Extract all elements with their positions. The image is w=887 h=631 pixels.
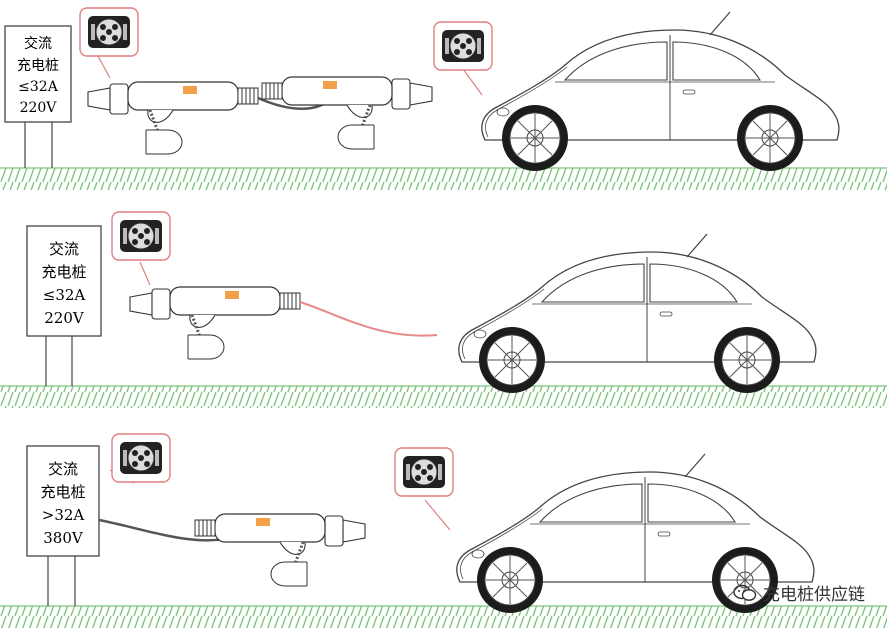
watermark-text: 充电桩供应链 [763, 585, 865, 605]
station-line-4: 220V [44, 309, 85, 327]
socket-callout [111, 433, 171, 483]
ground-grass [0, 386, 887, 408]
scene-2: 交流 充电桩 ≤32A 220V [0, 211, 887, 408]
station-line-2: 充电桩 [40, 483, 85, 501]
electric-car [481, 11, 840, 172]
station-line-1: 交流 [48, 460, 78, 478]
ground-grass [0, 606, 887, 628]
socket-callout [433, 21, 493, 71]
scene-3: 交流 充电桩 >32A 380V [0, 433, 887, 628]
charging-gun [193, 512, 367, 588]
watermark: 充电桩供应链 [733, 580, 865, 605]
station-line-2: 充电桩 [17, 57, 59, 74]
station-line-1: 交流 [24, 35, 52, 52]
scene-1: 交流 充电桩 ≤32A 220V [0, 7, 887, 190]
wechat-icon [733, 584, 757, 601]
charging-gun [86, 80, 260, 156]
station-line-4: 220V [20, 100, 58, 116]
station-line-4: 380V [43, 529, 84, 547]
station-line-3: >32A [42, 506, 85, 524]
station-line-2: 充电桩 [41, 263, 86, 281]
charging-cable [299, 301, 438, 337]
station-sign [26, 445, 100, 557]
station-line-3: ≤32A [18, 79, 59, 95]
vehicle-connector [260, 75, 434, 151]
station-line-3: ≤32A [43, 286, 86, 304]
socket-callout [79, 7, 139, 57]
station-sign [26, 225, 102, 337]
socket-callout [111, 211, 171, 261]
electric-car [458, 233, 817, 394]
station-line-1: 交流 [49, 240, 79, 258]
socket-callout [394, 447, 454, 497]
ground-grass [0, 168, 887, 190]
station-sign [4, 25, 72, 123]
charging-gun [128, 285, 302, 361]
